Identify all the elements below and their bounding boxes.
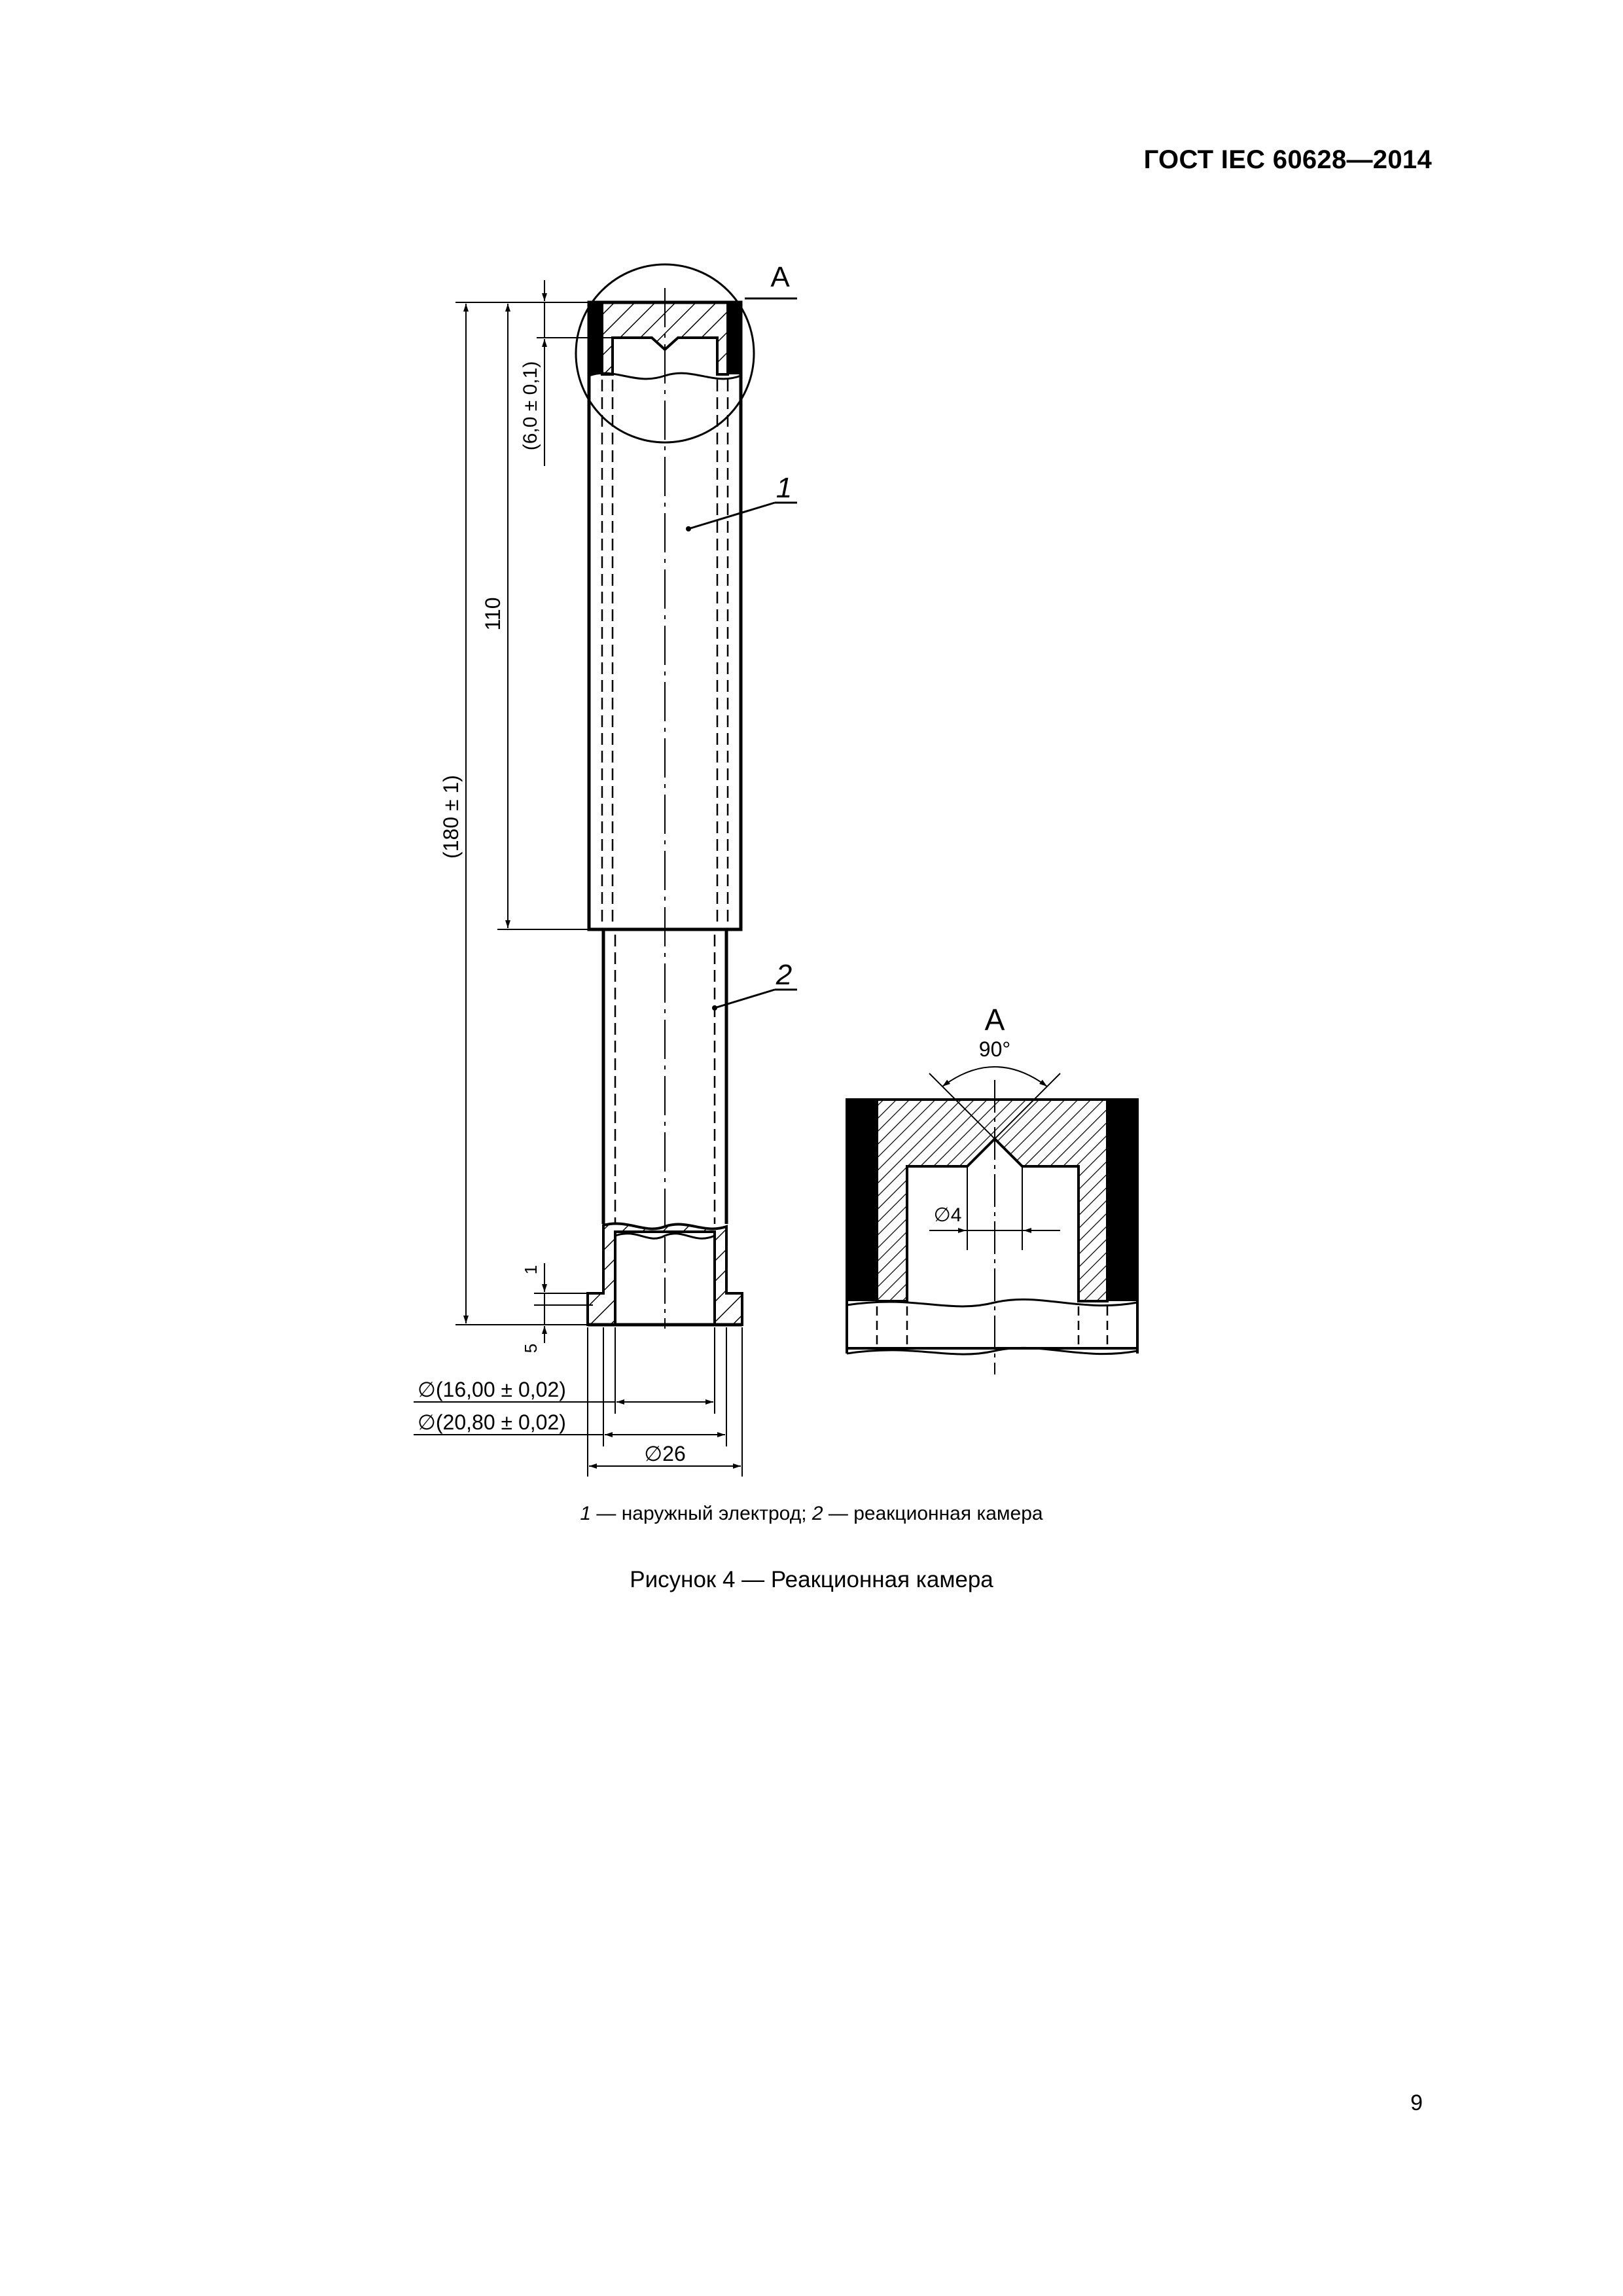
flange-diameter-label: ∅26 — [644, 1442, 685, 1465]
item-2-leader: 2 — [712, 959, 797, 1011]
top-wall-label: (6,0 ± 0,1) — [520, 361, 541, 451]
legend-item-1-number: 1 — [580, 1503, 592, 1524]
flange-height-label: 5 — [521, 1344, 541, 1353]
detail-a-view: А 90° ∅4 — [846, 1003, 1139, 1374]
detail-a-title: А — [985, 1003, 1005, 1037]
dimension-diameters: ∅(16,00 ± 0,02) ∅(20,80 ± 0,02) ∅26 — [414, 1327, 743, 1477]
dimension-flange: 1 5 — [521, 1263, 593, 1353]
detail-angle-label: 90° — [979, 1037, 1010, 1061]
figure-caption: Рисунок 4 — Реакционная камера — [630, 1567, 993, 1592]
document-header: ГОСТ IEC 60628—2014 — [1143, 145, 1432, 174]
electrode-length-label: 110 — [481, 597, 505, 630]
detail-circle — [575, 263, 755, 444]
legend-item-2-number: 2 — [812, 1503, 823, 1524]
figure-legend: 1 — наружный электрод; 2 — реакционная к… — [0, 1503, 1623, 1525]
item-1-leader: 1 — [686, 472, 797, 531]
item-1-callout: 1 — [776, 472, 792, 504]
legend-item-2-text: — реакционная камера — [823, 1503, 1043, 1524]
dimension-electrode-length: 110 — [481, 304, 592, 930]
inner-diameter-label: ∅(16,00 ± 0,02) — [418, 1378, 566, 1401]
dimension-top-wall: (6,0 ± 0,1) — [520, 280, 613, 466]
hole-diameter-label: ∅4 — [934, 1204, 962, 1226]
detail-view-callout: А — [770, 261, 790, 293]
dimension-overall-length: (180 ± 1) — [439, 302, 592, 1325]
flange-step-label: 1 — [521, 1265, 541, 1274]
page-number: 9 — [1410, 2090, 1423, 2115]
legend-item-1-text: — наружный электрод; — [591, 1503, 812, 1524]
outer-diameter-label: ∅(20,80 ± 0,02) — [418, 1410, 566, 1434]
item-2-callout: 2 — [776, 959, 792, 991]
overall-length-label: (180 ± 1) — [439, 775, 463, 859]
reaction-chamber-tube — [586, 929, 743, 1327]
